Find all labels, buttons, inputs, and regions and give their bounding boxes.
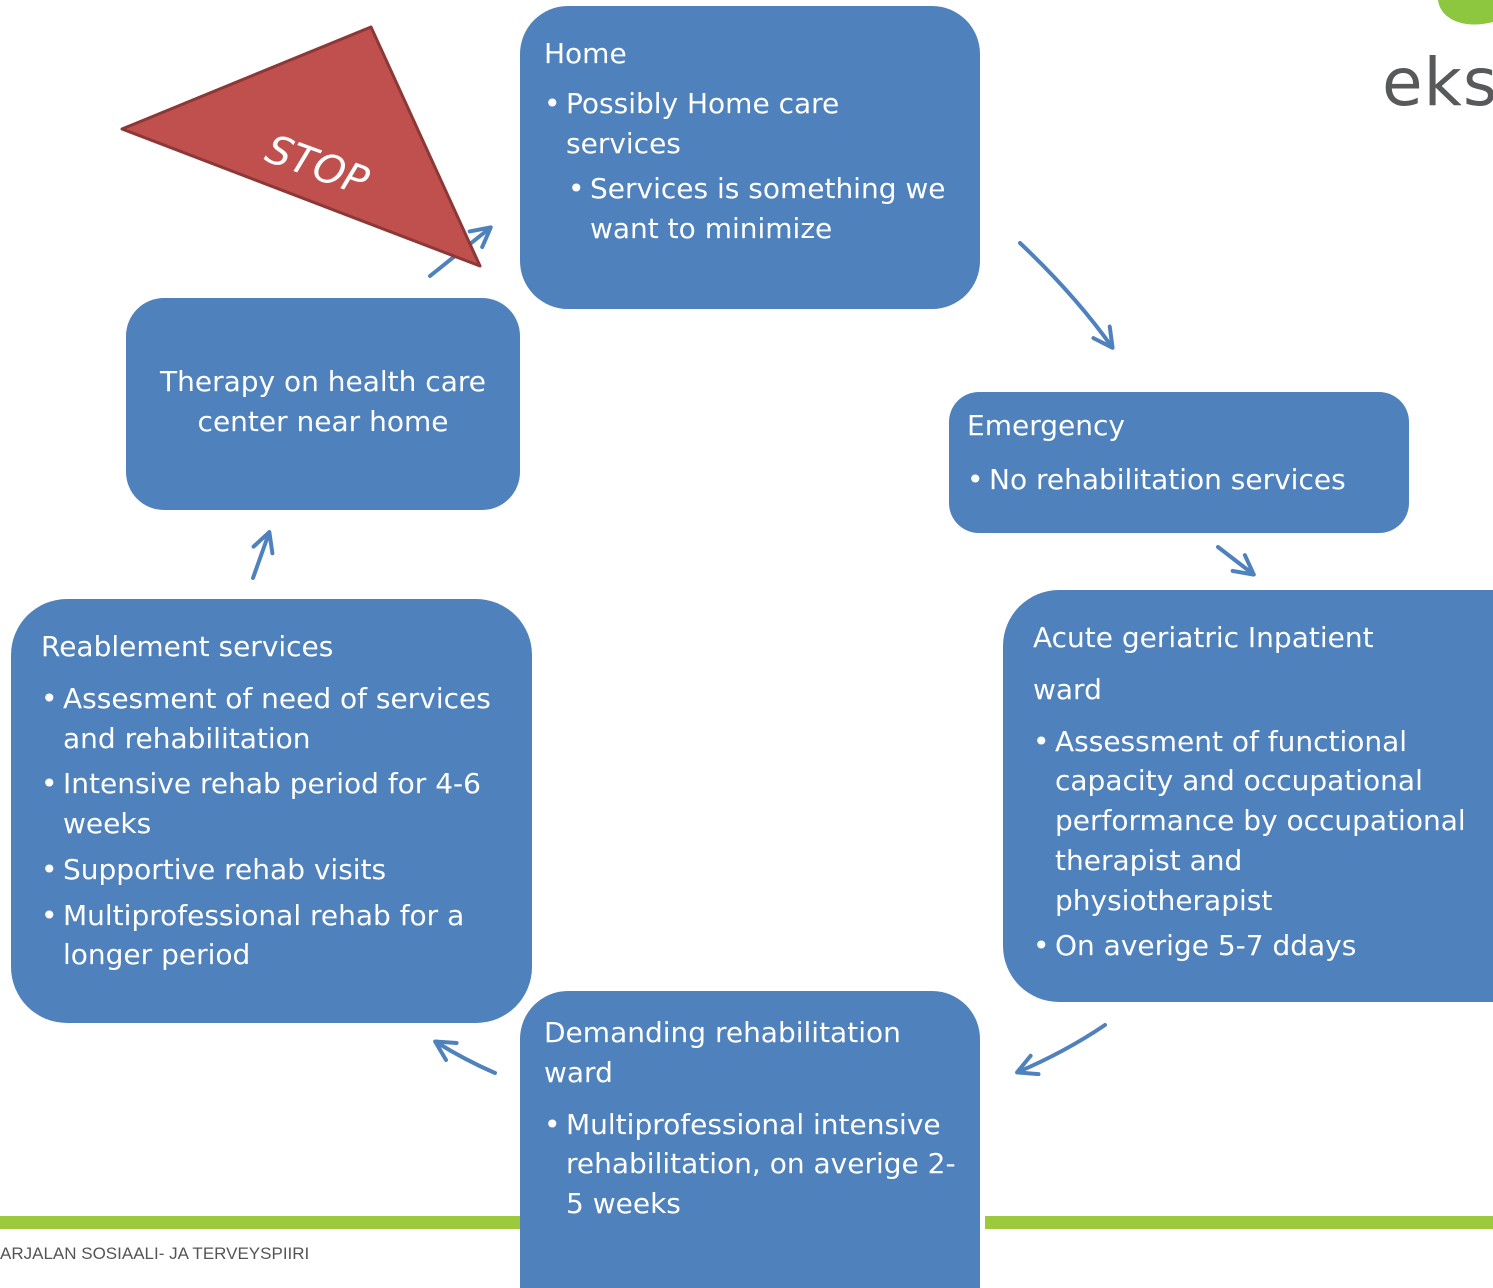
logo-text: eks [1382,44,1493,121]
arrow-reablement-to-therapy [251,530,275,580]
node-acute-item: Assessment of functional capacity and oc… [1033,722,1467,921]
node-acute-title-line1: Acute geriatric Inpatient [1033,621,1374,654]
node-acute: Acute geriatric Inpatient ward Assessmen… [1003,590,1493,1002]
node-demanding-item: Multiprofessional intensive rehabilitati… [544,1105,956,1224]
logo-leaf-icon [1438,0,1493,25]
node-therapy: Therapy on health care center near home [126,298,520,510]
arrow-therapy-to-home [428,225,493,278]
node-reablement-title: Reablement services [41,630,334,663]
arrow-demanding-to-reablement [433,1039,497,1075]
node-emergency-item: No rehabilitation services [967,460,1391,500]
node-home-subitem: Services is something we want to minimiz… [568,169,956,249]
node-reablement-item: Supportive rehab visits [41,850,502,890]
arrow-home-to-emergency [1018,241,1115,350]
node-emergency-title: Emergency [967,409,1125,442]
node-acute-item: On averige 5-7 ddays [1033,926,1467,966]
node-demanding-title: Demanding rehabilitation ward [544,1016,901,1089]
node-acute-title-line2: ward [1033,672,1102,706]
arrow-emergency-to-acute [1216,545,1256,577]
node-reablement-item: Assesment of need of services and rehabi… [41,679,502,759]
node-reablement: Reablement services Assesment of need of… [11,599,532,1023]
node-home-title: Home [544,37,627,70]
node-reablement-item: Intensive rehab period for 4-6 weeks [41,764,502,844]
arrow-acute-to-demanding [1015,1023,1107,1077]
footer-bar-right [985,1216,1493,1229]
node-reablement-item: Multiprofessional rehab for a longer per… [41,896,502,976]
node-therapy-title: Therapy on health care center near home [160,365,486,438]
node-home: Home Possibly Home care services Service… [520,6,980,309]
footer-bar-left [0,1216,520,1229]
footer-text: ARJALAN SOSIAALI- JA TERVEYSPIIRI [0,1244,310,1263]
node-home-item: Possibly Home care services [544,84,956,164]
node-demanding: Demanding rehabilitation ward Multiprofe… [520,991,980,1288]
node-emergency: Emergency No rehabilitation services [949,392,1409,533]
